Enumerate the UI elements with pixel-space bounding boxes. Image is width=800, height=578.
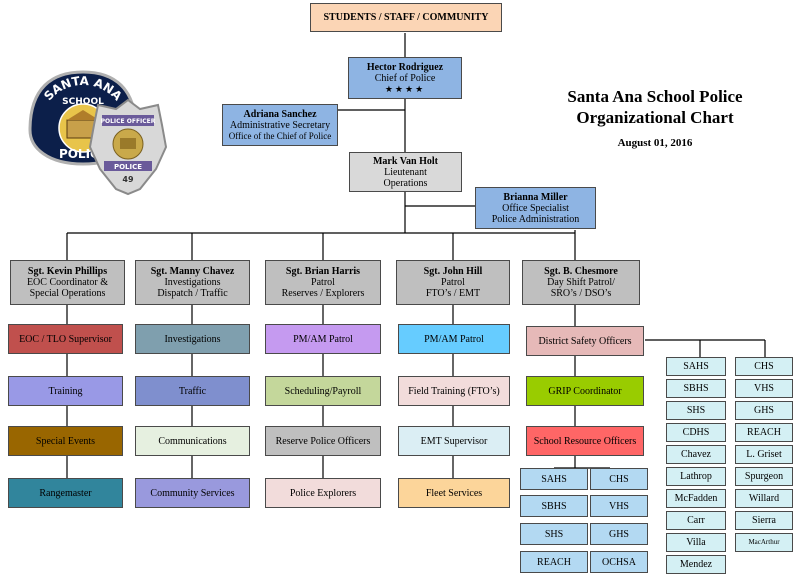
- sro-school-cell: GHS: [590, 523, 648, 545]
- sergeant-role: FTO’s / EMT: [425, 288, 481, 299]
- chief-name: Hector Rodriguez: [366, 61, 444, 73]
- dso-school-cell: CHS: [735, 357, 793, 376]
- dso-school-cell: Carr: [666, 511, 726, 530]
- dso-school-cell: CDHS: [666, 423, 726, 442]
- sergeant-role: Patrol: [311, 277, 335, 288]
- chief-title: Chief of Police: [374, 72, 436, 84]
- sergeant-role: Dispatch / Traffic: [157, 288, 228, 299]
- specialist-name: Brianna Miller: [503, 191, 568, 203]
- sergeant-name: Sgt. Brian Harris: [285, 266, 361, 277]
- lieutenant-name: Mark Van Holt: [372, 155, 438, 167]
- sro-school-cell: SBHS: [520, 495, 588, 517]
- sergeant-role: Investigations: [164, 277, 221, 288]
- sergeant-role: Special Operations: [29, 288, 106, 299]
- sergeant-role: Patrol: [441, 277, 465, 288]
- lieutenant-sub: Operations: [383, 177, 428, 189]
- dso-school-cell: GHS: [735, 401, 793, 420]
- chart-title-line2: Organizational Chart: [576, 108, 734, 127]
- community-box: STUDENTS / STAFF / COMMUNITY: [310, 3, 502, 32]
- sro-school-cell: VHS: [590, 495, 648, 517]
- dso-school-cell: Spurgeon: [735, 467, 793, 486]
- dso-school-cell: SAHS: [666, 357, 726, 376]
- unit-box: Training: [8, 376, 123, 406]
- specialist-sub: Police Administration: [491, 213, 580, 225]
- unit-box: GRIP Coordinator: [526, 376, 644, 406]
- secretary-title: Administrative Secretary: [229, 119, 331, 131]
- sergeant-role: EOC Coordinator &: [26, 277, 109, 288]
- dso-school-cell: VHS: [735, 379, 793, 398]
- unit-box: EMT Supervisor: [398, 426, 510, 456]
- dso-school-cell: McFadden: [666, 489, 726, 508]
- chart-title: Santa Ana School Police Organizational C…: [530, 86, 780, 128]
- unit-box: PM/AM Patrol: [265, 324, 381, 354]
- dso-school-cell: SHS: [666, 401, 726, 420]
- sro-school-cell: REACH: [520, 551, 588, 573]
- badge-mid-text: POLICE: [114, 163, 142, 171]
- sergeant-role: Day Shift Patrol/: [547, 277, 615, 288]
- sergeant-role: Reserves / Explorers: [281, 288, 365, 299]
- secretary-box: Adriana Sanchez Administrative Secretary…: [222, 104, 338, 146]
- unit-box: PM/AM Patrol: [398, 324, 510, 354]
- unit-box: Reserve Police Officers: [265, 426, 381, 456]
- sergeant-box-chesmore: Sgt. B. Chesmore Day Shift Patrol/ SRO’s…: [522, 260, 640, 305]
- dso-school-cell: Willard: [735, 489, 793, 508]
- unit-box: Rangemaster: [8, 478, 123, 508]
- unit-box: District Safety Officers: [526, 326, 644, 356]
- sergeant-name: Sgt. Kevin Phillips: [27, 266, 108, 277]
- unit-box: Investigations: [135, 324, 250, 354]
- dso-school-cell: L. Griset: [735, 445, 793, 464]
- sro-school-cell: SAHS: [520, 468, 588, 490]
- sergeant-box-harris: Sgt. Brian Harris Patrol Reserves / Expl…: [265, 260, 381, 305]
- secretary-sub: Office of the Chief of Police: [228, 130, 332, 141]
- unit-box: Fleet Services: [398, 478, 510, 508]
- dso-school-cell: Mendez: [666, 555, 726, 574]
- unit-box: Traffic: [135, 376, 250, 406]
- chief-box: Hector Rodriguez Chief of Police ★★★★: [348, 57, 462, 99]
- unit-box: Communications: [135, 426, 250, 456]
- specialist-title: Office Specialist: [502, 202, 569, 214]
- unit-box: School Resource Officers: [526, 426, 644, 456]
- sergeant-box-hill: Sgt. John Hill Patrol FTO’s / EMT: [396, 260, 510, 305]
- dso-school-cell: SBHS: [666, 379, 726, 398]
- sergeant-box-chavez: Sgt. Manny Chavez Investigations Dispatc…: [135, 260, 250, 305]
- dso-school-cell: Chavez: [666, 445, 726, 464]
- unit-box: Scheduling/Payroll: [265, 376, 381, 406]
- dso-school-cell: Sierra: [735, 511, 793, 530]
- unit-box: Community Services: [135, 478, 250, 508]
- sergeant-role: SRO’s / DSO’s: [550, 288, 612, 299]
- sro-school-cell: OCHSA: [590, 551, 648, 573]
- dso-school-cell: MacArthur: [735, 533, 793, 552]
- dso-school-cell: Lathrop: [666, 467, 726, 486]
- secretary-name: Adriana Sanchez: [243, 108, 317, 120]
- sergeant-box-phillips: Sgt. Kevin Phillips EOC Coordinator & Sp…: [10, 260, 125, 305]
- specialist-box: Brianna Miller Office Specialist Police …: [475, 187, 596, 229]
- chart-title-line1: Santa Ana School Police: [567, 87, 743, 106]
- lieutenant-title: Lieutenant: [384, 166, 427, 178]
- chief-stars: ★★★★: [384, 83, 426, 94]
- chart-date: August 01, 2016: [617, 137, 693, 149]
- patch-mid-text: SCHOOL: [62, 97, 104, 107]
- badge-top-text: POLICE OFFICER: [101, 118, 156, 125]
- unit-box: Special Events: [8, 426, 123, 456]
- unit-box: Police Explorers: [265, 478, 381, 508]
- sergeant-name: Sgt. B. Chesmore: [544, 266, 618, 277]
- sro-school-cell: CHS: [590, 468, 648, 490]
- police-officer-badge-logo: POLICE OFFICER POLICE 49: [88, 98, 168, 196]
- dso-school-cell: REACH: [735, 423, 793, 442]
- unit-box: Field Training (FTO’s): [398, 376, 510, 406]
- unit-box: EOC / TLO Supervisor: [8, 324, 123, 354]
- sro-school-cell: SHS: [520, 523, 588, 545]
- sergeant-name: Sgt. Manny Chavez: [150, 266, 235, 277]
- sergeant-name: Sgt. John Hill: [423, 266, 483, 277]
- lieutenant-box: Mark Van Holt Lieutenant Operations: [349, 152, 462, 192]
- badge-number-text: 49: [122, 175, 134, 184]
- dso-school-cell: Villa: [666, 533, 726, 552]
